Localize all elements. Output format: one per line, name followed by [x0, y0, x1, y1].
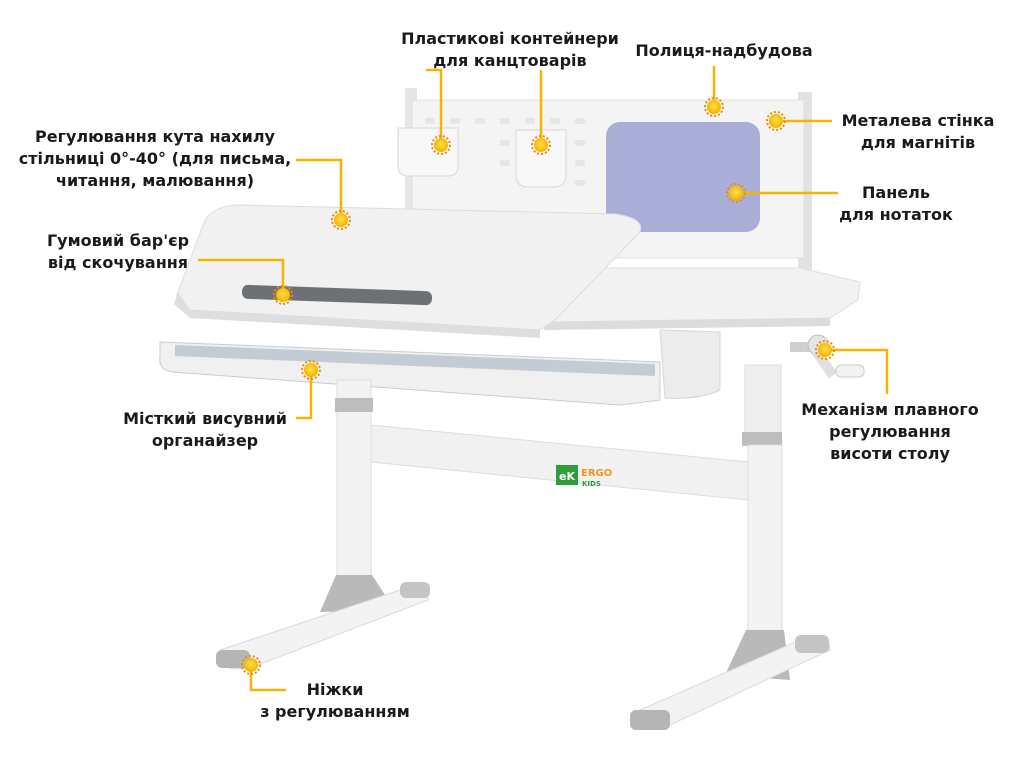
callout-tilt: Регулювання кута нахилу стільниці 0°-40° … [19, 126, 291, 192]
callout-text: з регулюванням [260, 702, 410, 721]
callout-mechanism: Механізм плавного регулювання висоти столу [801, 399, 978, 465]
left-leg [216, 379, 430, 670]
hotspot-ring [531, 135, 551, 155]
callout-text: Панель [862, 183, 930, 202]
callout-containers: Пластикові контейнери для канцтоварів [401, 28, 619, 72]
hotspot-dot [276, 288, 290, 302]
logo-ergo: ERGO [581, 468, 612, 479]
callout-shelf: Полиця-надбудова [635, 40, 812, 62]
hotspot-ring [241, 655, 261, 675]
callout-text: висоти столу [830, 444, 950, 463]
hotspot-dot [434, 138, 448, 152]
callout-legs: Ніжки з регулюванням [260, 679, 410, 723]
hotspot-ring [431, 135, 451, 155]
callout-text: органайзер [151, 431, 259, 450]
callout-text: від скочування [47, 253, 189, 272]
callout-text: для магнітів [860, 133, 976, 152]
hotspot-ring [815, 340, 835, 360]
callout-organizer: Місткий висувний органайзер [123, 408, 287, 452]
callout-text: Гумовий бар'єр [46, 231, 190, 250]
hotspot-ring [766, 111, 786, 131]
notes-panel [606, 122, 760, 232]
hotspot-dot [707, 100, 721, 114]
hotspot-dot [534, 138, 548, 152]
callout-text: для нотаток [839, 205, 953, 224]
logo-kids: KIDS [582, 480, 601, 488]
hotspot-dot [304, 363, 318, 377]
callout-text: для канцтоварів [433, 51, 587, 70]
container-1 [397, 127, 459, 177]
callout-text: регулювання [829, 422, 951, 441]
callout-text: читання, малювання) [55, 171, 255, 190]
hotspot-ring [273, 285, 293, 305]
crossbar [370, 424, 749, 501]
hotspot-dot [818, 343, 832, 357]
right-leg [630, 364, 831, 730]
logo-mark: eK [559, 470, 575, 483]
callout-text: стільниці 0°-40° (для письма, [18, 149, 292, 168]
callout-notes-panel: Панель для нотаток [839, 182, 953, 226]
ergokids-logo: eK ERGO KIDS [556, 465, 612, 488]
callout-text: Пластикові контейнери [401, 29, 619, 48]
hotspot-dots [241, 97, 835, 675]
callout-text: Механізм плавного [801, 400, 979, 419]
hotspot-dot [244, 658, 258, 672]
hotspot-dot [729, 186, 743, 200]
callout-metal-wall: Металева стінка для магнітів [842, 110, 995, 154]
hotspot-ring [704, 97, 724, 117]
callout-rubber-barrier: Гумовий бар'єр від скочування [47, 230, 189, 274]
callout-text: Місткий висувний [123, 409, 287, 428]
callout-text: Металева стінка [841, 111, 995, 130]
callout-text: Полиця-надбудова [635, 41, 813, 60]
hotspot-dot [769, 114, 783, 128]
callout-text: Регулювання кута нахилу [35, 127, 275, 146]
hotspot-ring [301, 360, 321, 380]
leader-lines [198, 66, 889, 692]
callout-text: Ніжки [306, 680, 364, 699]
container-2 [515, 129, 567, 188]
hotspot-ring [726, 183, 746, 203]
hotspot-dot [334, 213, 348, 227]
hotspot-ring [331, 210, 351, 230]
